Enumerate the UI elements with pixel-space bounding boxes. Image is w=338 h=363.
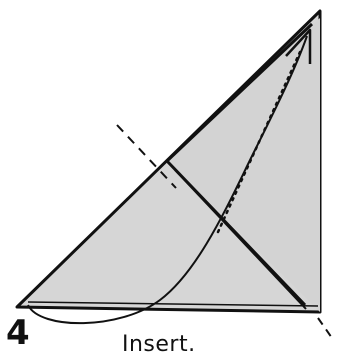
step-number: 4 [6, 316, 30, 350]
fold-line-end [318, 318, 332, 338]
step-instruction: Insert. [122, 334, 196, 356]
